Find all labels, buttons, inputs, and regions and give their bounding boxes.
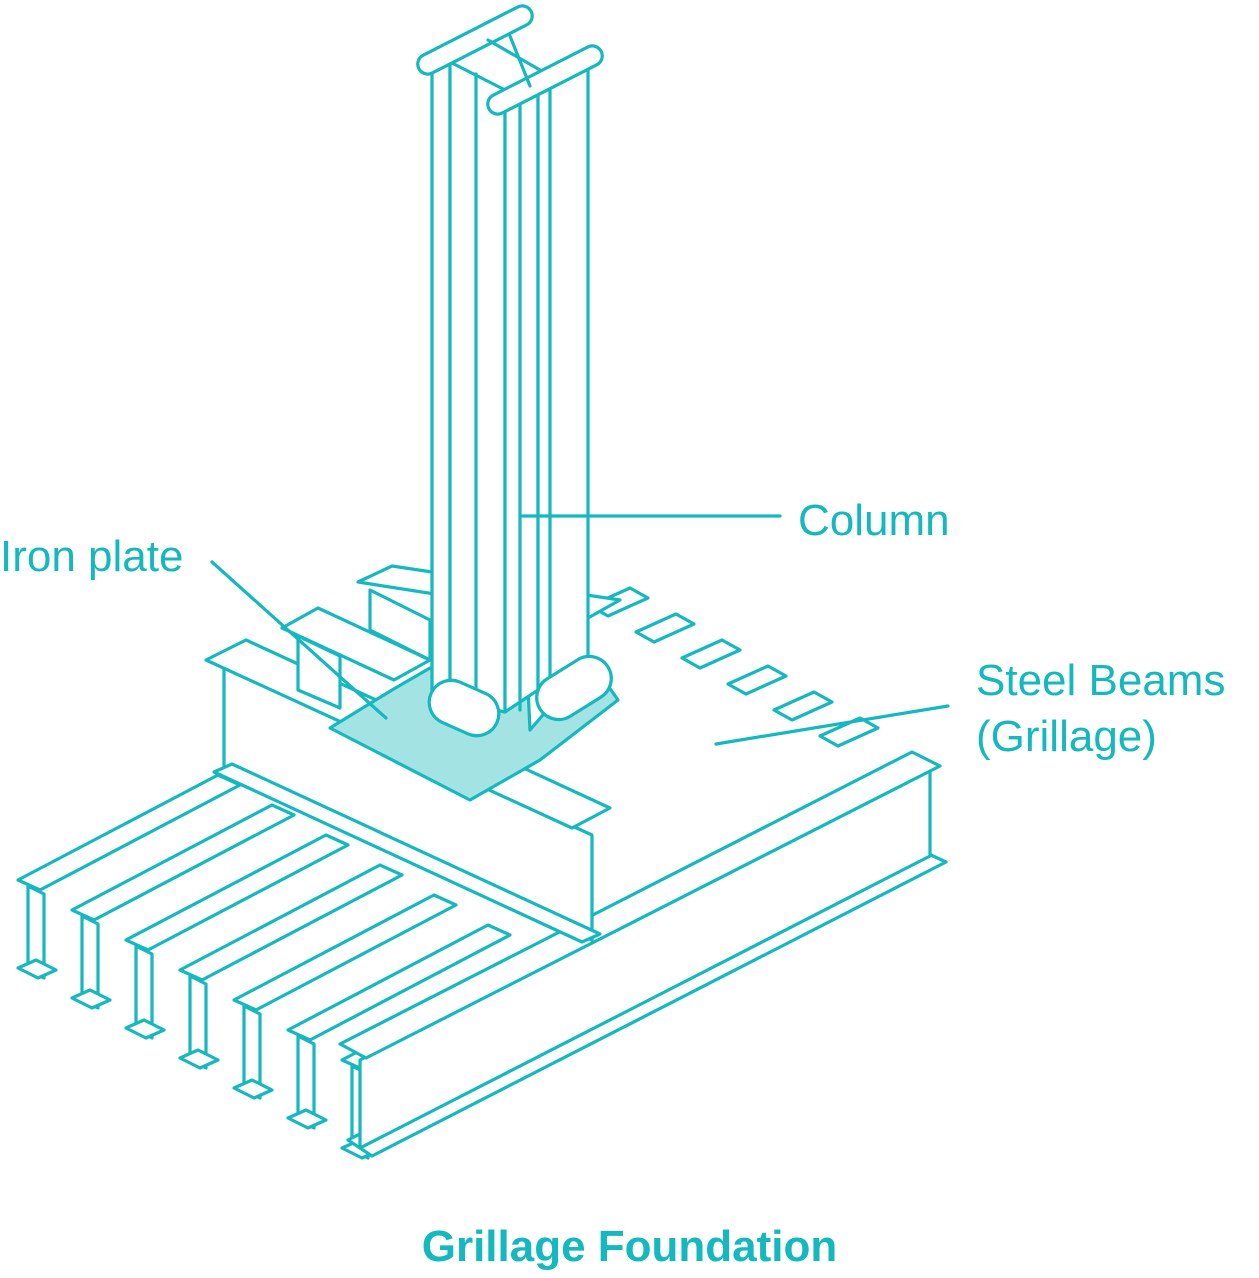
grillage-label: (Grillage) [976, 712, 1157, 761]
steel-beams-leader-line [714, 704, 950, 746]
lower-beam-6-bottom-flange [286, 1108, 328, 1130]
right-side-beams [588, 586, 880, 748]
column-cap-brace-2 [508, 34, 532, 88]
steel-column [416, 4, 604, 714]
lower-beam-3-web [134, 944, 154, 1040]
column-cap-bar-1 [416, 4, 534, 76]
right-beam-5-flange [772, 690, 834, 722]
base-bolt-2 [535, 654, 613, 722]
right-beam-3-flange [680, 638, 742, 670]
lower-beam-1-bottom-flange [16, 958, 58, 980]
iron-plate-label: Iron plate [0, 532, 184, 581]
column-left-face [430, 60, 452, 708]
lower-beam-5-bottom-flange [232, 1078, 274, 1100]
lower-beam-5-top-flange [232, 893, 458, 1012]
diagram-caption: Grillage Foundation [421, 1222, 838, 1271]
column-face-c [536, 50, 590, 692]
lower-tier-beams [16, 750, 948, 1160]
lower-beam-4-web [188, 974, 208, 1070]
iron-plate-leader-line [210, 560, 388, 720]
lower-beam-1-top-flange [16, 773, 242, 892]
lower-beam-1-web [26, 884, 46, 980]
column-cap-brace-1 [486, 38, 542, 72]
column-label: Column [798, 496, 950, 545]
lower-beam-2-web [80, 914, 100, 1010]
back-beam-2 [280, 606, 432, 682]
back-beam-2-web [296, 634, 342, 710]
lower-cross-beam-top-flange [338, 750, 942, 1060]
upper-beam-bottom-flange [212, 762, 602, 944]
lower-beam-2-top-flange [70, 803, 296, 922]
lower-beam-6-web [296, 1034, 316, 1130]
right-beam-4-flange [726, 664, 788, 696]
lower-beam-3-top-flange [124, 833, 350, 952]
lower-beam-5-web [242, 1004, 262, 1100]
right-beam-2-flange [634, 612, 696, 644]
steel-beams-label: Steel Beams [976, 656, 1226, 705]
lower-beam-4-top-flange [178, 863, 404, 982]
lower-beam-4-bottom-flange [178, 1048, 220, 1070]
lower-beam-2-bottom-flange [70, 988, 112, 1010]
base-bolt-1 [427, 678, 501, 738]
lower-beam-3-bottom-flange [124, 1018, 166, 1040]
